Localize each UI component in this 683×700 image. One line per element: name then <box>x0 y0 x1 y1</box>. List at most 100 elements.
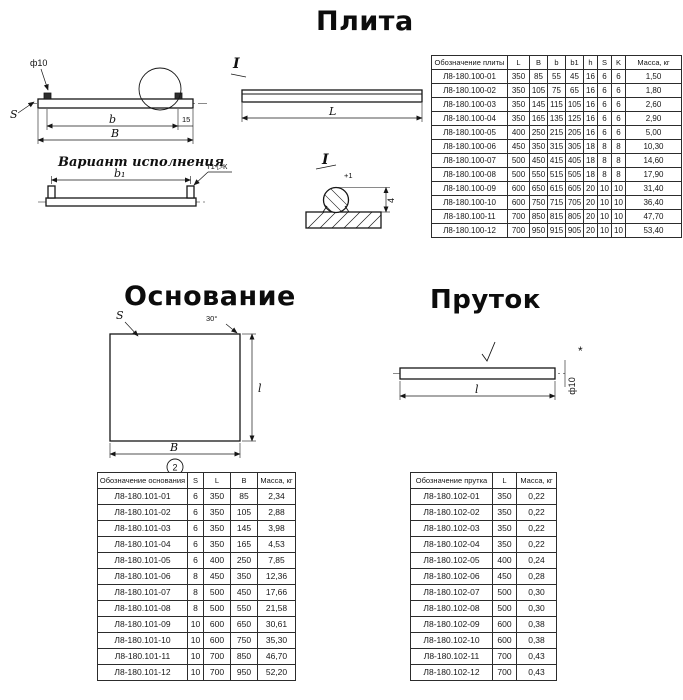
value-cell: 605 <box>565 181 584 196</box>
value-cell: 0,28 <box>516 568 557 585</box>
column-header: L <box>492 472 517 489</box>
value-cell: 8 <box>597 139 612 154</box>
column-header: S <box>597 55 612 70</box>
value-cell: 415 <box>547 153 566 168</box>
value-cell: 16 <box>583 69 598 84</box>
value-cell: 450 <box>230 584 258 601</box>
column-header: b1 <box>565 55 584 70</box>
column-header: B <box>529 55 548 70</box>
designation-cell: Л8-180.101-01 <box>97 488 188 505</box>
value-cell: 18 <box>583 139 598 154</box>
value-cell: 0,38 <box>516 632 557 649</box>
dim-B-label: B <box>110 127 119 140</box>
weld-detail-drawing: I +1 <box>305 152 396 229</box>
value-cell: 350 <box>507 97 530 112</box>
value-cell: 10 <box>611 195 626 210</box>
value-cell: 350 <box>492 504 517 521</box>
value-cell: 17,66 <box>257 584 296 601</box>
rod-length-dimension: l <box>399 381 556 400</box>
value-cell: 8 <box>597 167 612 182</box>
designation-cell: Л8-180.100-08 <box>431 167 508 182</box>
designation-cell: Л8-180.102-12 <box>410 664 493 681</box>
designation-cell: Л8-180.100-09 <box>431 181 508 196</box>
plate-side-view-drawing: I L <box>230 56 423 122</box>
value-cell: 8 <box>611 153 626 168</box>
value-cell: 350 <box>203 536 231 553</box>
designation-cell: Л8-180.102-07 <box>410 584 493 601</box>
value-cell: 8 <box>611 139 626 154</box>
value-cell: 850 <box>529 209 548 224</box>
value-cell: 350 <box>203 520 231 537</box>
value-cell: 650 <box>230 616 258 633</box>
value-cell: 6 <box>187 552 204 569</box>
value-cell: 400 <box>203 552 231 569</box>
designation-cell: Л8-180.102-06 <box>410 568 493 585</box>
value-cell: 145 <box>529 97 548 112</box>
designation-cell: Л8-180.100-12 <box>431 223 508 238</box>
variant-bar <box>45 197 197 207</box>
value-cell: 2,88 <box>257 504 296 521</box>
designation-cell: Л8-180.100-06 <box>431 139 508 154</box>
value-cell: 0,22 <box>516 520 557 537</box>
designation-cell: Л8-180.102-03 <box>410 520 493 537</box>
value-cell: 14,60 <box>625 153 682 168</box>
value-cell: 6 <box>187 504 204 521</box>
value-cell: 8 <box>187 568 204 585</box>
column-header: L <box>203 472 231 489</box>
value-cell: 350 <box>230 568 258 585</box>
value-cell: 12,36 <box>257 568 296 585</box>
value-cell: 450 <box>492 568 517 585</box>
plate-main-view <box>28 67 210 111</box>
value-cell: 8 <box>597 153 612 168</box>
value-cell: 16 <box>583 125 598 140</box>
value-cell: 0,22 <box>516 504 557 521</box>
designation-cell: Л8-180.102-10 <box>410 632 493 649</box>
value-cell: 52,20 <box>257 664 296 681</box>
value-cell: 16 <box>583 97 598 112</box>
value-cell: 6 <box>597 83 612 98</box>
base-dimensions: B l <box>109 333 262 458</box>
value-cell: 600 <box>492 632 517 649</box>
value-cell: 46,70 <box>257 648 296 665</box>
value-cell: 550 <box>529 167 548 182</box>
value-cell: 85 <box>230 488 258 505</box>
variant-left-tab <box>47 185 56 199</box>
value-cell: 18 <box>583 167 598 182</box>
value-cell: 6 <box>187 488 204 505</box>
value-cell: 700 <box>492 648 517 665</box>
value-cell: 8 <box>187 584 204 601</box>
value-cell: 350 <box>529 139 548 154</box>
value-cell: 2,34 <box>257 488 296 505</box>
value-cell: 500 <box>203 584 231 601</box>
value-cell: 350 <box>492 520 517 537</box>
value-cell: 6 <box>187 536 204 553</box>
value-cell: 31,40 <box>625 181 682 196</box>
designation-cell: Л8-180.100-11 <box>431 209 508 224</box>
value-cell: 18 <box>583 153 598 168</box>
value-cell: 6 <box>597 69 612 84</box>
dim-15-label: 15 <box>182 115 190 124</box>
column-header: Масса, кг <box>257 472 296 489</box>
value-cell: 0,43 <box>516 664 557 681</box>
value-cell: 20 <box>583 223 598 238</box>
designation-cell: Л8-180.100-01 <box>431 69 508 84</box>
detail-callout-circle <box>138 67 182 111</box>
value-cell: 315 <box>547 139 566 154</box>
